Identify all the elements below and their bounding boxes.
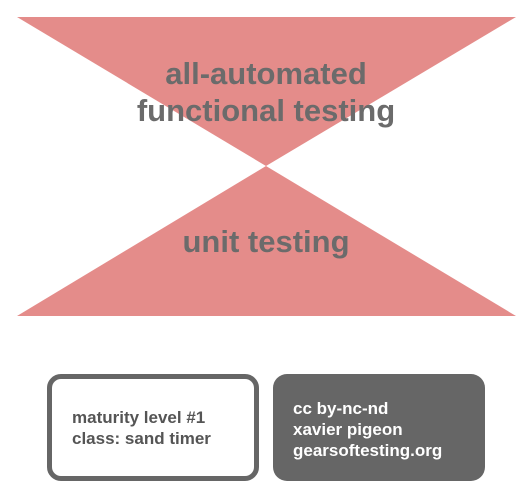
credits-box: cc by-nc-nd xavier pigeon gearsoftesting… (273, 374, 485, 481)
top-triangle-label-line-2: functional testing (137, 93, 395, 128)
maturity-level-box: maturity level #1 class: sand timer (47, 374, 259, 481)
bottom-triangle (17, 166, 516, 316)
class-text: class: sand timer (72, 429, 211, 448)
top-triangle-label-line-1: all-automated (165, 56, 367, 91)
author-text: xavier pigeon (293, 420, 403, 439)
license-text: cc by-nc-nd (293, 399, 389, 418)
maturity-level-text: maturity level #1 (72, 408, 206, 427)
top-triangle (17, 17, 516, 166)
website-text: gearsoftesting.org (293, 441, 443, 460)
bottom-triangle-label: unit testing (182, 224, 349, 259)
